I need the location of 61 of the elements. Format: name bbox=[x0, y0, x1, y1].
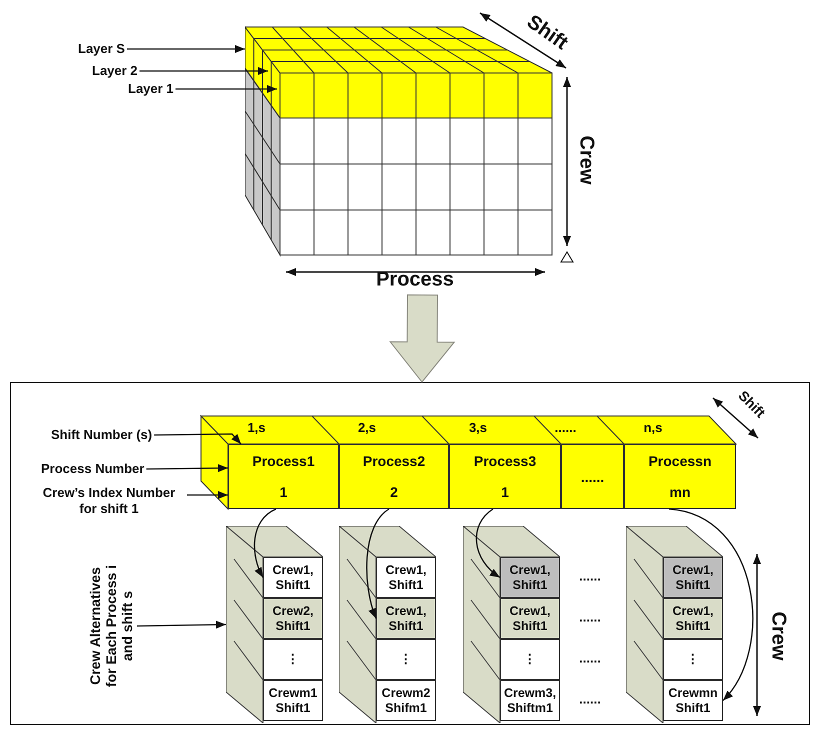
cell-text: 1 bbox=[280, 484, 288, 500]
crew-cell: Crewmn Shift1 bbox=[663, 680, 723, 721]
block-arrow bbox=[389, 294, 456, 383]
gene-cell bbox=[449, 444, 561, 509]
axis-label: ...... bbox=[579, 568, 601, 584]
rotated-text: Crew Alternatives for Each Process i and shift s bbox=[87, 561, 135, 691]
crew-cell: Crew2, Shift1 bbox=[263, 598, 323, 639]
crew-cell: Crew1, Shift1 bbox=[663, 598, 723, 639]
crew-cell: Crew1, Shift1 bbox=[663, 557, 723, 598]
leader-line bbox=[154, 433, 242, 444]
crew-cell: ⋮ bbox=[376, 639, 436, 680]
leader-line bbox=[136, 620, 226, 629]
crew-cell: Crewm3, Shiftm1 bbox=[500, 680, 560, 721]
crew-cell: Crew1, Shift1 bbox=[376, 557, 436, 598]
axis-label: ...... bbox=[579, 692, 601, 706]
cell-text: mn bbox=[670, 484, 690, 500]
row-label: Layer 2 bbox=[92, 62, 138, 80]
leader-line bbox=[176, 85, 277, 93]
crew-cell: ⋮ bbox=[500, 639, 560, 680]
cell-text: Process1 bbox=[252, 452, 315, 469]
leader-line bbox=[187, 491, 228, 499]
index-label: 1,s bbox=[246, 419, 267, 437]
curved-arrow bbox=[476, 508, 500, 578]
crew-cell: ⋮ bbox=[263, 639, 323, 680]
leader-line bbox=[146, 464, 228, 472]
leader-line bbox=[140, 67, 268, 75]
cell-text: Process2 bbox=[362, 452, 426, 469]
cell-text: 2 bbox=[390, 484, 398, 500]
row-label: Layer S bbox=[78, 40, 125, 58]
panel-frame bbox=[10, 382, 810, 725]
axis-label: Process bbox=[376, 268, 454, 292]
axis-label: ...... bbox=[579, 610, 601, 624]
row-label: Process Number bbox=[41, 460, 144, 478]
cell-text: Processn bbox=[648, 452, 712, 469]
crew-cell: Crew1, Shift1 bbox=[500, 557, 560, 598]
index-label: ...... bbox=[554, 419, 578, 437]
row-label: Layer 1 bbox=[128, 80, 174, 98]
curved-arrow bbox=[254, 508, 276, 578]
crew-cell: ⋮ bbox=[663, 639, 723, 680]
gene-cell bbox=[624, 444, 736, 509]
curved-arrow bbox=[366, 508, 390, 619]
cell-text: 1 bbox=[501, 484, 509, 500]
crew-cell: Crew1, Shift1 bbox=[263, 557, 323, 598]
crew-cell: Crew1, Shift1 bbox=[500, 598, 560, 639]
index-label: 2,s bbox=[356, 419, 378, 437]
cell-text: Process3 bbox=[474, 452, 536, 469]
axis-label: ...... bbox=[579, 650, 601, 666]
crew-cell: Crewm1 Shift1 bbox=[263, 680, 323, 721]
index-label: 3,s bbox=[468, 419, 488, 437]
axis-label: Crew bbox=[766, 612, 790, 660]
gene-cell bbox=[339, 444, 449, 509]
gene-cell bbox=[561, 444, 624, 509]
index-label: n,s bbox=[642, 419, 664, 437]
crew-cell: Crewm2 Shifm1 bbox=[376, 680, 436, 721]
row-label: Shift Number (s) bbox=[51, 426, 152, 444]
cell-text: ...... bbox=[580, 468, 604, 484]
leader-line bbox=[127, 45, 245, 53]
axis-label: Crew bbox=[574, 136, 598, 184]
curved-arrow bbox=[668, 508, 754, 701]
crew-cell: Crew1, Shift1 bbox=[376, 598, 436, 639]
row-label: Crew’s Index Number for shift 1 bbox=[33, 483, 185, 519]
